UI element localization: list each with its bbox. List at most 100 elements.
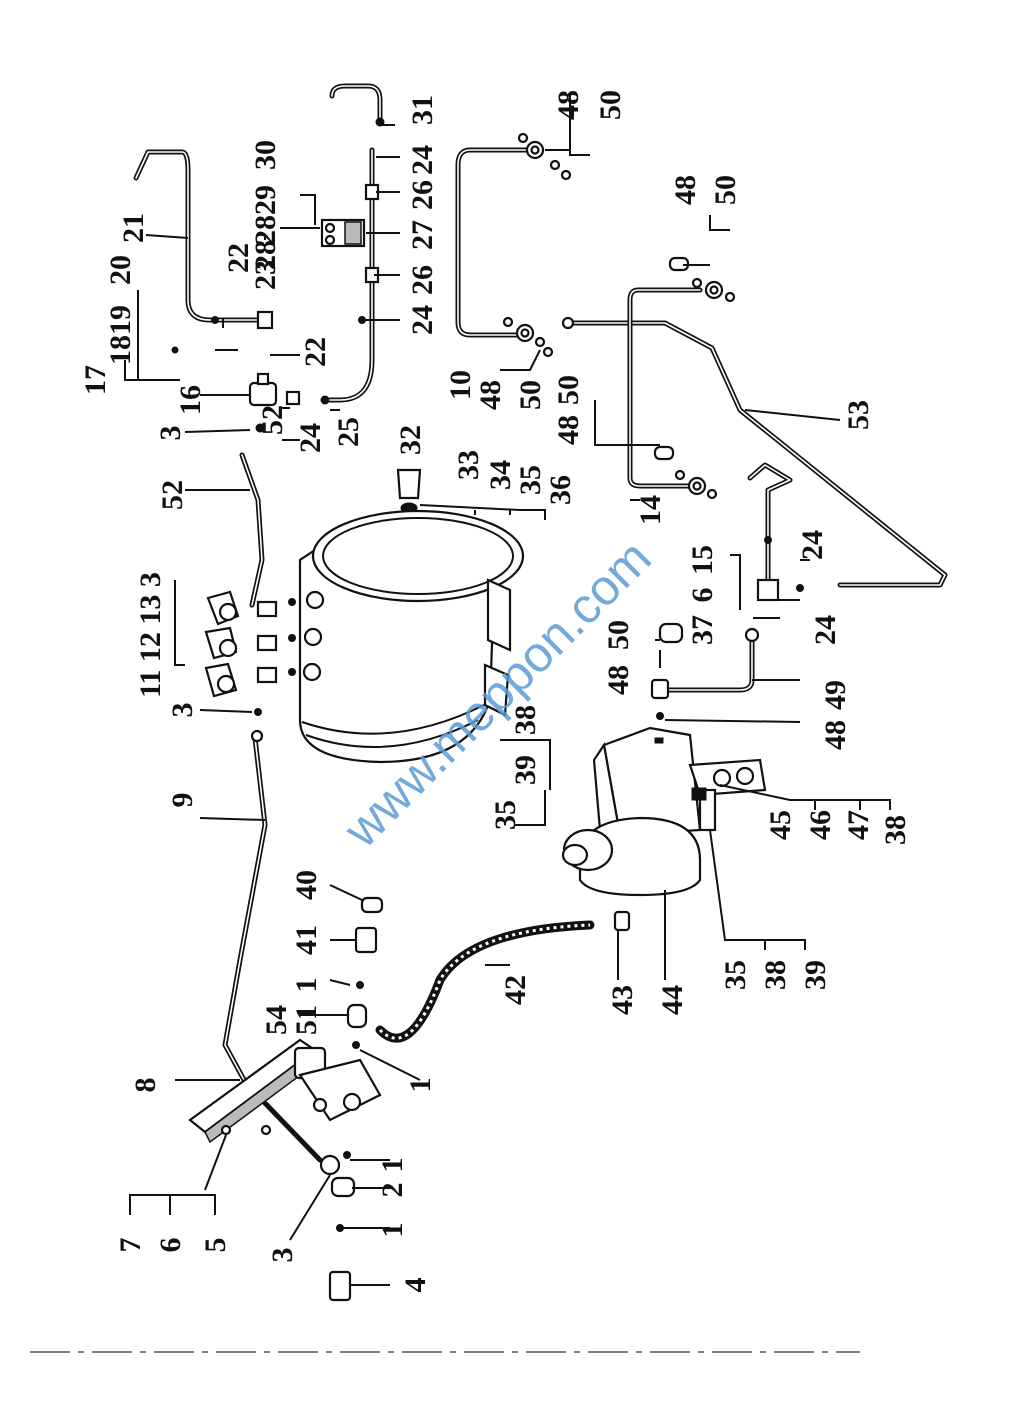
callout-30: 30 [249,140,282,170]
pipe-52 [239,452,265,608]
callout-49: 49 [819,680,852,710]
callout-1a: 1 [290,978,323,993]
air-tank [298,509,525,764]
callout-11-12-13-3: 11 12 13 3 [134,572,167,698]
callout-21: 21 [117,213,150,243]
fitting-4 [328,1270,352,1302]
callout-6b: 6 [154,1238,187,1253]
callout-50d: 50 [552,375,585,405]
callout-50a: 50 [594,90,627,120]
leader-lines [124,95,891,1286]
callout-24d: 24 [796,530,829,560]
callout-34: 34 [484,460,517,490]
callout-35a: 35 [514,465,547,495]
callout-14: 14 [634,495,667,525]
callout-42: 42 [499,975,532,1005]
valve-16 [248,381,278,407]
callout-37: 37 [686,615,719,645]
callout-46: 46 [804,810,837,840]
callout-22b: 22 [299,337,332,367]
cross-fitting-6 [756,578,780,602]
callout-26b: 26 [406,265,439,295]
callout-48d: 48 [552,415,585,445]
callout-23: 23 [249,260,282,290]
callout-8: 8 [129,1078,162,1093]
callout-52b: 52 [156,480,189,510]
callout-1b: 1 [404,1078,437,1093]
callout-40: 40 [290,870,323,900]
fitting-3-lower [319,1154,341,1176]
callout-33: 33 [452,450,485,480]
callout-20: 20 [104,255,137,285]
callout-15: 15 [686,545,719,575]
callout-7: 7 [114,1238,147,1253]
callout-38c: 38 [759,960,792,990]
tank-valves [204,590,296,743]
cap-40 [360,896,384,914]
callout-38a: 38 [509,705,542,735]
fitting-43 [613,910,631,932]
callout-22a: 22 [222,243,255,273]
callout-39a: 39 [509,755,542,785]
callout-45: 45 [764,810,797,840]
drain-plug-32 [396,468,422,500]
pipes [133,83,948,1163]
callout-38b: 38 [879,815,912,845]
tee-51 [346,1003,368,1029]
callout-4: 4 [399,1278,432,1293]
callout-41: 41 [290,925,323,955]
callout-1c: 1 [376,1158,409,1173]
callout-26a: 26 [406,180,439,210]
callout-50c: 50 [514,380,547,410]
callout-48e: 48 [602,665,635,695]
callout-17: 17 [79,365,112,395]
callout-25: 25 [332,417,365,447]
plug-50 [658,622,684,644]
callout-28b: 28 [249,240,282,270]
callout-35b: 35 [489,800,522,830]
callout-18-19: 1819 [104,305,137,365]
callout-50e: 50 [602,620,635,650]
callout-51: 51 [290,1005,323,1035]
pipe-49 [662,637,755,693]
fitting-52-small [285,390,301,406]
callout-32: 32 [394,425,427,455]
callout-24c: 24 [294,423,327,453]
callout-1d: 1 [376,1223,409,1238]
pipe-9 [222,735,268,1103]
callout-48b: 48 [669,175,702,205]
callout-50b: 50 [709,175,742,205]
callout-44: 44 [656,985,689,1015]
callout-43: 43 [606,985,639,1015]
callout-16: 16 [174,385,207,415]
tank-end-cap [311,509,525,603]
callout-9: 9 [166,793,199,808]
fittings [171,117,804,720]
callout-31: 31 [406,95,439,125]
callout-48a: 48 [552,90,585,120]
callout-5: 5 [199,1238,232,1253]
callout-54: 54 [260,1005,293,1035]
callout-35c: 35 [719,960,752,990]
callout-28-29: 2829 [249,185,282,245]
callout-36: 36 [544,475,577,505]
callout-10: 10 [444,370,477,400]
fitting-41 [354,926,378,954]
callout-39b: 39 [799,960,832,990]
callout-24b: 24 [406,305,439,335]
callout-48f: 48 [819,720,852,750]
callout-24a: 24 [406,145,439,175]
pipe-10 [455,147,535,338]
callout-27: 27 [406,220,439,250]
callout-52a: 52 [256,405,289,435]
callout-2: 2 [376,1183,409,1198]
callout-48c: 48 [474,380,507,410]
pipe-31 [329,83,383,121]
callout-3a: 3 [154,426,187,441]
callout-47: 47 [842,810,875,840]
fitting-2 [330,1176,356,1198]
pipe-lower [259,1097,323,1163]
compressor-44 [561,726,767,932]
